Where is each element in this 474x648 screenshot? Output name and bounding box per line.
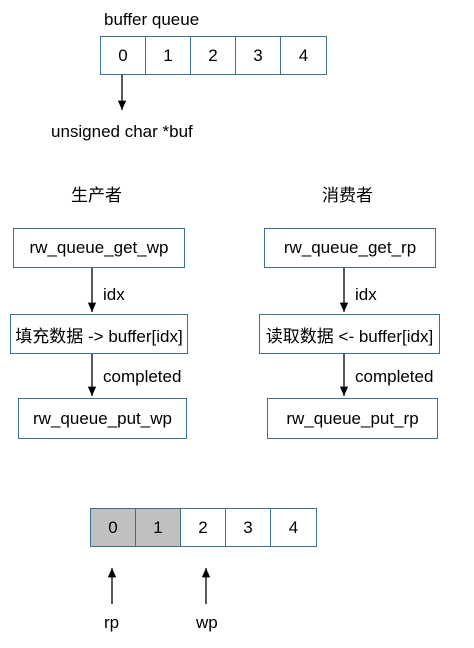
consumer-edge-idx: idx [355,285,377,304]
buffer-cell: 4 [298,45,309,65]
producer-edge-idx: idx [103,285,125,304]
consumer-put-rp-box: rw_queue_put_rp [267,398,438,439]
buffer-cell: 0 [101,37,146,74]
producer-get-wp-box: rw_queue_get_wp [13,228,185,268]
consumer-read-box: 读取数据 <- buffer[idx] [259,314,440,354]
consumer-title: 消费者 [322,186,373,205]
producer-put-wp-box: rw_queue_put_wp [18,398,187,439]
buffer-queue-title: buffer queue [104,10,200,29]
buffer-queue-bottom: 0 1 2 3 4 [90,508,317,547]
consumer-edge-completed: completed [355,367,434,386]
buffer-cell: 3 [226,509,271,546]
buffer-cell: 1 [146,37,191,74]
wp-label: wp [196,613,218,632]
buffer-queue-top: 0 1 2 3 4 [100,36,327,75]
buffer-cell: 0 [91,509,136,546]
producer-edge-completed: completed [103,367,182,386]
buffer-cell: 2 [181,509,226,546]
buffer-cell: 4 [288,517,299,537]
producer-title: 生产者 [71,186,122,205]
producer-fill-box: 填充数据 -> buffer[idx] [10,314,188,354]
buffer-cell: 2 [191,37,236,74]
buffer-cell: 1 [136,509,181,546]
consumer-get-rp-box: rw_queue_get_rp [264,228,436,268]
rp-label: rp [104,613,120,632]
buffer-cell: 3 [236,37,281,74]
buf-pointer-label: unsigned char *buf [51,122,193,141]
